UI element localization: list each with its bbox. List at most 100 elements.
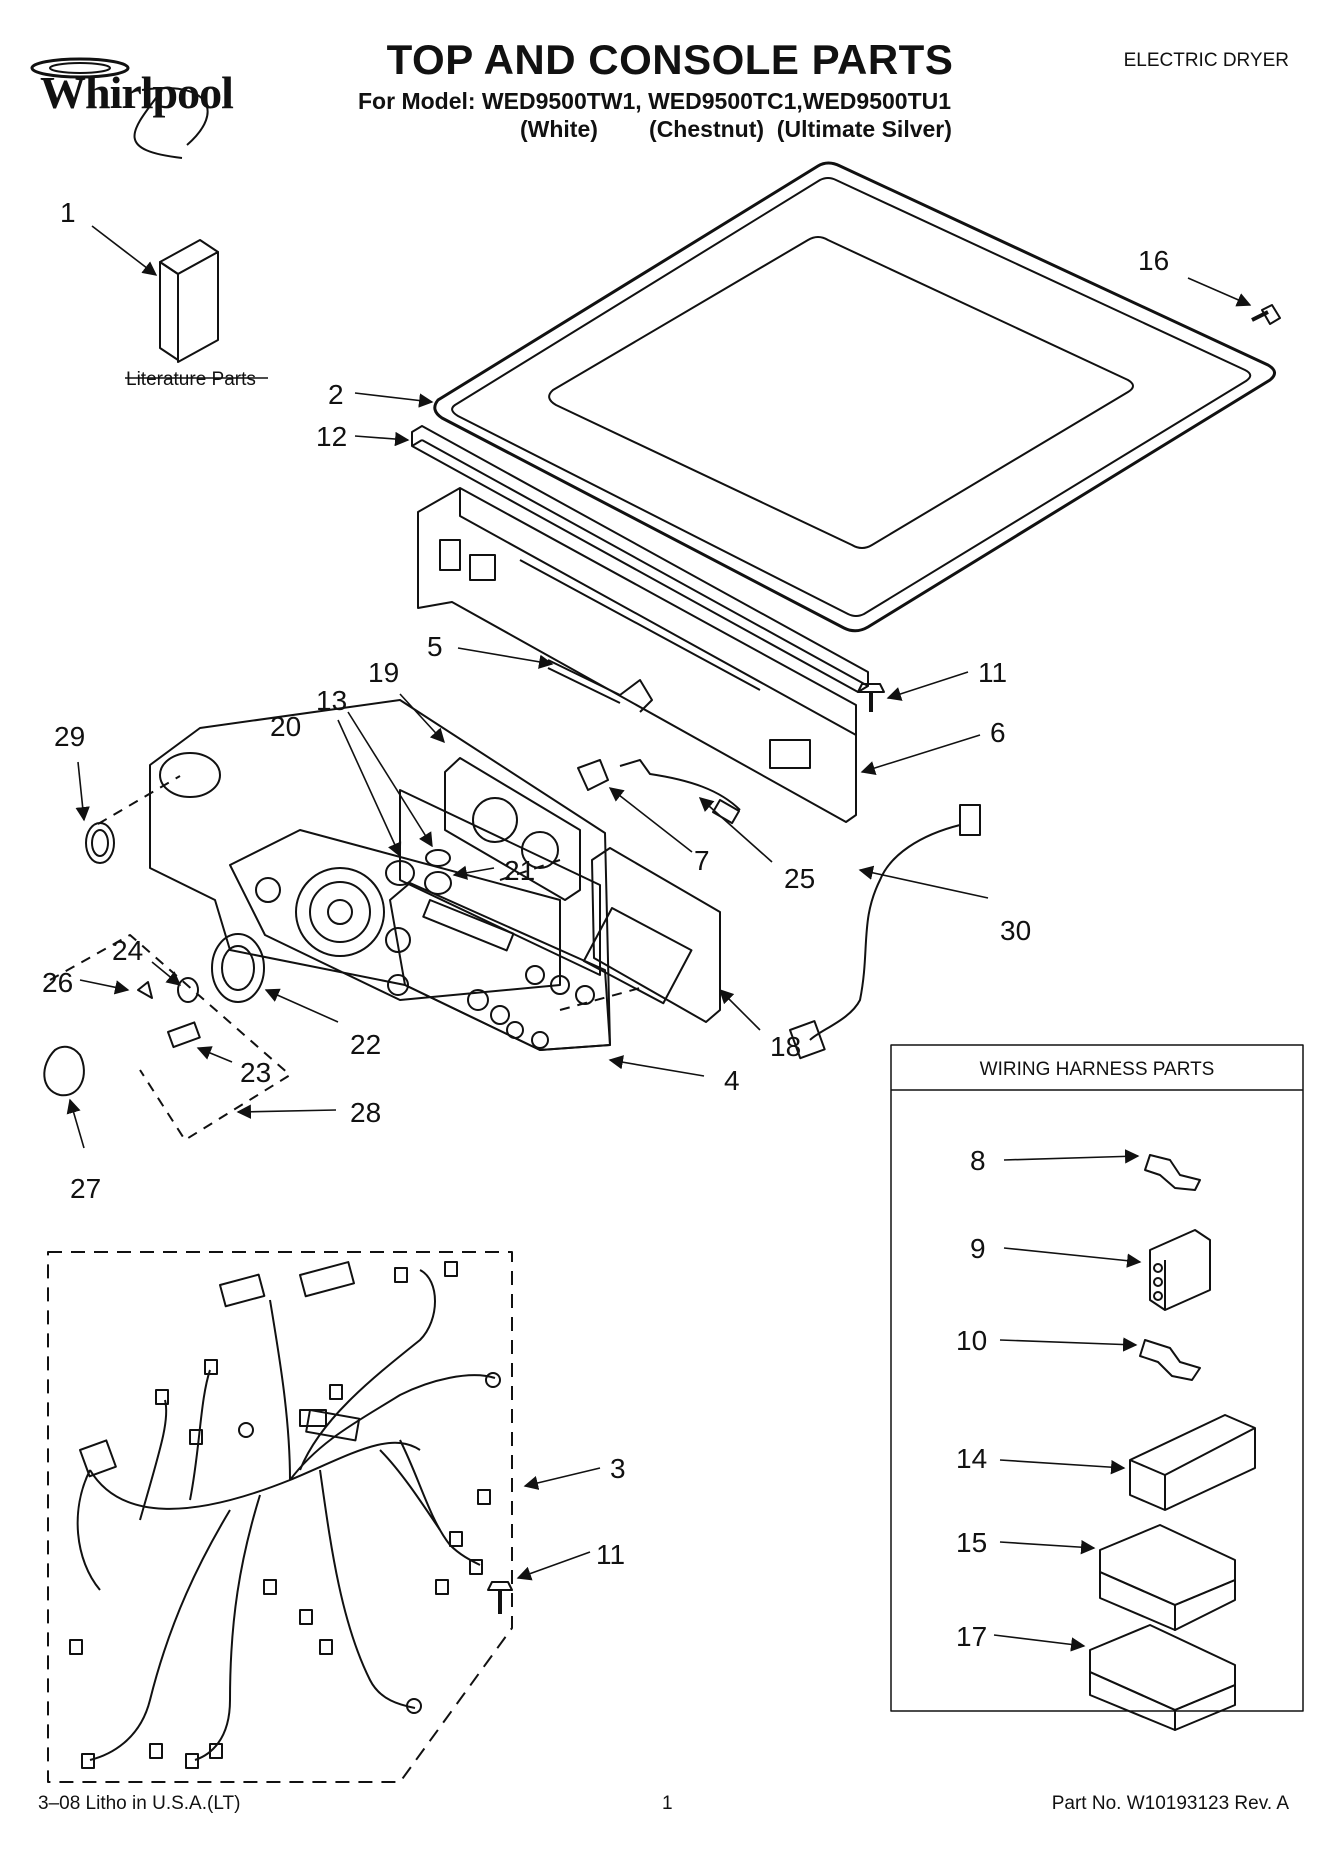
encoder-board [444, 757, 581, 901]
knob-spring [167, 1021, 201, 1049]
literature-booklet [159, 239, 219, 363]
leader-6 [860, 734, 981, 775]
console-harness [789, 804, 981, 1060]
terminal-8 [1144, 1154, 1201, 1191]
callout-28: 28 [350, 1097, 381, 1128]
callout-17: 17 [956, 1621, 987, 1652]
callout-22: 22 [350, 1029, 381, 1060]
leader-13 [347, 711, 433, 848]
callout-8: 8 [970, 1145, 986, 1176]
leader-2 [354, 392, 434, 408]
console-back-plate [229, 829, 561, 1001]
brand-name: Whirlpool [40, 67, 234, 118]
leader-1 [91, 225, 158, 276]
literature-parts-label: Literature Parts [126, 369, 256, 390]
leader-4 [608, 1055, 705, 1077]
connector-block-14 [1129, 1414, 1256, 1511]
leader-14 [999, 1459, 1126, 1475]
knob-insert [177, 977, 199, 1003]
short-harness [619, 759, 741, 811]
leader-22 [264, 988, 339, 1023]
wiring-harness-parts-title: WIRING HARNESS PARTS [980, 1059, 1215, 1080]
control-board [582, 847, 721, 1023]
callout-29: 29 [54, 721, 85, 752]
leader-10 [999, 1337, 1138, 1352]
callout-15: 15 [956, 1527, 987, 1558]
terminal-10 [1139, 1339, 1201, 1381]
whirlpool-logo: Whirlpool [12, 50, 272, 160]
leader-11b [516, 1551, 591, 1581]
callout-6: 6 [990, 717, 1006, 748]
callout-9: 9 [970, 1233, 986, 1264]
callout-11-bottom: 11 [596, 1539, 625, 1570]
litho-note: 3–08 Litho in U.S.A.(LT) [38, 1793, 241, 1814]
callout-12: 12 [316, 421, 347, 452]
page-title: TOP AND CONSOLE PARTS [386, 36, 954, 83]
top-panel [433, 161, 1276, 633]
callout-20: 20 [270, 711, 301, 742]
leader-3 [523, 1467, 601, 1490]
front-trim-strip [411, 425, 869, 693]
callout-26: 26 [42, 967, 73, 998]
leader-26 [79, 979, 130, 995]
callout-10: 10 [956, 1325, 987, 1356]
led-lens [425, 849, 451, 867]
cable-tie [547, 659, 653, 713]
console-bracket [417, 487, 857, 823]
knob [43, 1045, 85, 1097]
callout-2: 2 [328, 379, 344, 410]
callout-3: 3 [610, 1453, 626, 1484]
knob-assembly-outline [49, 934, 291, 1141]
callout-13: 13 [316, 685, 347, 716]
leader-9 [1003, 1247, 1142, 1268]
switch-connector [577, 759, 609, 791]
leader-15 [999, 1539, 1096, 1555]
callout-19: 19 [368, 657, 399, 688]
callout-1: 1 [60, 197, 76, 228]
main-harness-outline [47, 1251, 513, 1783]
leader-18 [718, 988, 761, 1031]
knob-adapter [385, 860, 415, 886]
callout-7: 7 [694, 845, 710, 876]
model-line: For Model: WED9500TW1, WED9500TC1,WED950… [358, 88, 952, 114]
callout-16: 16 [1138, 245, 1169, 276]
callout-21: 21 [504, 855, 535, 886]
part-number: Part No. W10193123 Rev. A [1051, 1793, 1289, 1814]
leader-12 [354, 431, 410, 447]
callout-4: 4 [724, 1065, 740, 1096]
screw-rear [1251, 304, 1281, 325]
callout-24: 24 [112, 935, 143, 966]
callout-30: 30 [1000, 915, 1031, 946]
leader-25 [698, 797, 773, 863]
leader-29 [75, 761, 90, 822]
leader-23 [196, 1046, 233, 1063]
connector-housing-9 [1149, 1229, 1211, 1311]
leader-11a [886, 671, 969, 701]
callout-27: 27 [70, 1173, 101, 1204]
screw-top [857, 683, 885, 712]
leader-27 [66, 1098, 85, 1149]
leader-30 [858, 865, 989, 899]
leader-21 [452, 865, 495, 880]
callout-5: 5 [427, 631, 443, 662]
adapter-ring [424, 871, 452, 895]
brand-badge [85, 822, 115, 864]
callout-18: 18 [770, 1031, 801, 1062]
leader-16 [1187, 277, 1252, 307]
leader-7 [608, 787, 693, 853]
leader-8 [1003, 1149, 1140, 1164]
leader-28 [236, 1104, 337, 1119]
leader-20 [337, 719, 402, 858]
callout-25: 25 [784, 863, 815, 894]
page-number: 1 [662, 1793, 673, 1814]
wiring-parts-box [890, 1044, 1304, 1712]
console-housing [149, 699, 611, 1051]
leader-5 [457, 647, 554, 669]
callout-11-top: 11 [978, 657, 1007, 688]
clip [137, 981, 153, 999]
screw-harness [487, 1581, 513, 1614]
colors-line: (White) (Chestnut) (Ultimate Silver) [520, 116, 952, 142]
leader-17 [993, 1634, 1086, 1652]
